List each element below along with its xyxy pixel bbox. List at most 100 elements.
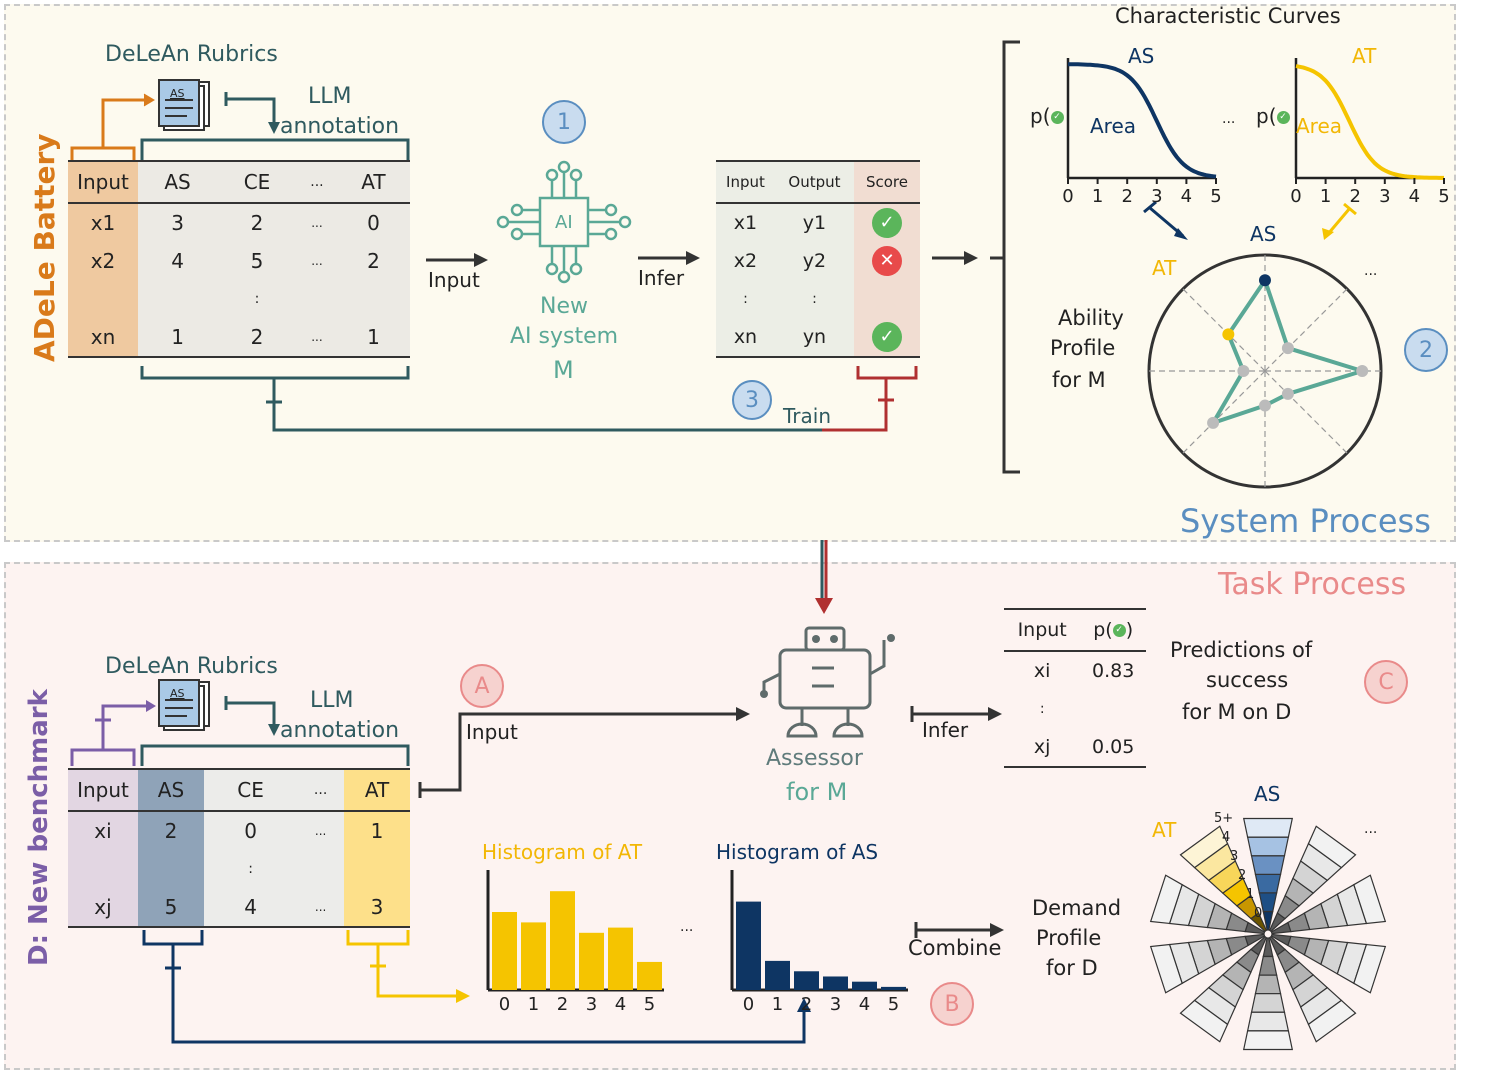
score-check-icon: ✓	[854, 203, 920, 242]
demand-level-label: 5+	[1214, 811, 1234, 826]
results-cell	[854, 280, 920, 318]
battery-cell: 0	[336, 203, 410, 242]
radar-spoke	[1182, 370, 1266, 454]
task-process-title: Task Process	[1218, 567, 1407, 602]
demand-segment	[1254, 873, 1282, 894]
radar-point	[1356, 365, 1369, 377]
demand-segment	[1307, 999, 1357, 1043]
demand-as-label: AS	[1254, 782, 1281, 806]
pred-header-p-text: p(	[1093, 619, 1113, 641]
demand-segment	[1149, 874, 1183, 925]
results-cell: :	[716, 280, 775, 318]
infer-arrow-label: Infer	[638, 266, 685, 290]
ai-chip-icon	[496, 160, 632, 284]
demand-line3: for D	[1046, 956, 1098, 980]
hist-tick-label: 2	[801, 994, 812, 1015]
task-annotation-label: annotation	[280, 718, 400, 743]
battery-cell	[296, 280, 337, 318]
curve-at-p-label: p(✓	[1256, 106, 1290, 126]
bench-cell	[344, 850, 410, 888]
battery-cell: ...	[296, 203, 337, 242]
hist-as-title: Histogram of AS	[716, 840, 879, 864]
radar-point	[1259, 399, 1271, 412]
hist-bar	[765, 960, 790, 990]
curve-tick-label: 5	[1438, 186, 1449, 207]
demand-segment	[1250, 993, 1286, 1013]
hist-tick-label: 1	[772, 994, 783, 1015]
pred-cell: 0.83	[1092, 660, 1135, 682]
demand-at-label: AT	[1152, 818, 1177, 842]
hist-tick-label: 5	[644, 994, 655, 1015]
battery-header-ce: CE	[217, 160, 297, 204]
hist-tick-label: 5	[888, 994, 899, 1015]
curve-as-p-text: p(	[1030, 104, 1051, 128]
hist-tick-label: 3	[586, 994, 597, 1015]
p-check-icon: ✓	[1050, 111, 1064, 124]
demand-segment	[1258, 955, 1278, 976]
predictions-line1: Predictions of	[1170, 638, 1313, 662]
demand-segment	[1149, 943, 1183, 994]
assessor-robot-icon	[760, 626, 895, 738]
pred-cell: :	[1039, 701, 1045, 717]
curve-at-area-label: Area	[1296, 114, 1343, 138]
battery-cell: 1	[336, 318, 410, 358]
demand-line2: Profile	[1036, 926, 1102, 950]
demand-segment	[1179, 999, 1229, 1043]
assessor-line1: Assessor	[766, 746, 863, 771]
rubrics-label: DeLeAn Rubrics	[105, 42, 278, 67]
task-infer-arrow-label: Infer	[922, 718, 969, 742]
hist-tick-label: 4	[615, 994, 626, 1015]
system-connectors	[70, 40, 1357, 474]
score-cross-icon: ✕	[854, 242, 920, 280]
results-cell: :	[774, 280, 854, 318]
combine-label: Combine	[908, 936, 1002, 960]
hist-bar	[881, 986, 906, 990]
battery-cell: 2	[217, 203, 297, 242]
hist-tick-label: 1	[528, 994, 539, 1015]
pred-cell: xi	[1033, 660, 1051, 682]
battery-cell: 1	[138, 318, 218, 358]
demand-segment	[1307, 825, 1357, 869]
results-table: Input Output Score x1 y1 ✓ x2 y2 ✕ : : x…	[716, 160, 920, 358]
pred-header-p: p(✓)	[1080, 608, 1146, 652]
demand-profile-chart	[1149, 817, 1387, 1051]
step-3-badge: 3	[732, 380, 772, 420]
curve-at-label: AT	[1352, 44, 1377, 68]
hist-bar	[637, 961, 662, 990]
battery-cell: ...	[296, 242, 337, 280]
demand-level-label: 3	[1230, 849, 1239, 864]
benchmark-table: Input AS CE ... AT xi 2 0 ... 1 : xj 5 4…	[68, 768, 410, 928]
step-1-badge: 1	[542, 100, 586, 144]
bench-header-input: Input	[68, 768, 138, 812]
curve-at-p-text: p(	[1256, 104, 1277, 128]
bench-cell: 5	[138, 888, 204, 928]
curve-tick-label: 5	[1210, 186, 1221, 207]
curve-as-p-label: p(✓	[1030, 106, 1064, 126]
battery-cell: 2	[217, 318, 297, 358]
results-cell: y2	[774, 242, 854, 280]
curve-tick-label: 2	[1121, 186, 1132, 207]
curve-tick-label: 3	[1151, 186, 1162, 207]
curve-tick-label: 1	[1320, 186, 1331, 207]
task-rubric-doc-icon	[158, 679, 210, 731]
battery-cell: :	[217, 280, 297, 318]
curve-tick-label: 3	[1379, 186, 1390, 207]
radar-spoke	[1264, 288, 1348, 372]
curve-line	[1068, 62, 1217, 179]
task-doc-icon-label: AS	[170, 687, 185, 700]
step-a-badge: A	[460, 664, 504, 708]
step-b-badge: B	[930, 982, 974, 1026]
hist-tick-label: 4	[859, 994, 870, 1015]
predictions-line2: success	[1206, 668, 1289, 692]
battery-header-ellipsis: ...	[296, 160, 337, 204]
demand-segment	[1246, 1011, 1290, 1032]
bench-cell: ...	[297, 811, 344, 850]
train-label: Train	[783, 404, 831, 428]
rubric-doc-icon	[158, 79, 210, 131]
demand-segment	[1353, 874, 1387, 925]
input-arrow-label: Input	[428, 268, 480, 292]
score-check-icon: ✓	[854, 318, 920, 358]
results-header-score: Score	[854, 160, 920, 204]
bench-cell: 2	[138, 811, 204, 850]
